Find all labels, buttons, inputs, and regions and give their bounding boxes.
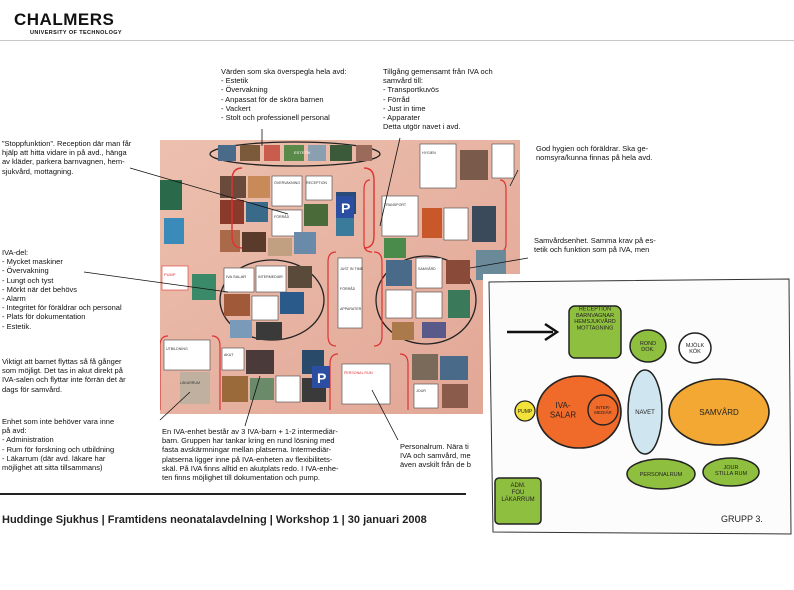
sketch-samvard-label: SAMVÅRD	[699, 408, 739, 417]
chalmers-logo: CHALMERS	[14, 10, 115, 29]
collage-label-just-in-time: JUST IN TIME	[340, 267, 364, 271]
collage-label-personalrum: PERSONAL RUM	[344, 371, 373, 375]
collage-label-forrad-mid: FÖRRÅD	[340, 286, 356, 291]
sketch-personal-label: PERSONALRUM	[640, 472, 683, 478]
note-values: Värden som ska överspegla hela avd: - Es…	[221, 67, 347, 123]
chalmers-logo-subtitle: UNIVERSITY OF TECHNOLOGY	[30, 30, 123, 36]
collage-label-pump: PUMP	[164, 272, 176, 277]
note-iva-unit: En IVA-enhet består av 3 IVA-barn + 1-2 …	[162, 427, 339, 483]
sketch-iva-label: IVA-SALAR	[550, 401, 576, 419]
sketch-pump-label: PUMP	[518, 409, 533, 415]
collage-photo: P P ESTETIK RECEPTION ÖVERVAKNING FÖRRÅD…	[160, 140, 520, 414]
note-move-child: Viktigt att barnet flyttas så få gånger …	[2, 357, 126, 394]
collage-label-iva-salar: IVA SALAR	[226, 274, 246, 279]
note-shared-access: Tillgång gemensamt från IVA och samvård …	[383, 67, 493, 132]
footer-divider	[0, 493, 466, 495]
header-divider	[0, 40, 794, 41]
footer-title: Huddinge Sjukhus | Framtidens neonatalav…	[2, 514, 427, 526]
note-staff-room: Personalrum. Nära ti IVA och samvård, me…	[400, 442, 471, 470]
note-stop-function: ”Stoppfunktion”. Reception där man får h…	[2, 139, 132, 176]
svg-text:P: P	[341, 200, 350, 216]
collage-label-forrad-top: FÖRRÅD	[274, 214, 290, 219]
note-outside-unit: Enhet som inte behöver vara inne på avd:…	[2, 417, 115, 473]
collage-label-overvakning: ÖVERVAKNING	[274, 181, 300, 185]
collage-label-reception: RECEPTION	[306, 181, 327, 185]
collage-label-estetik: ESTETIK	[294, 150, 311, 155]
collage-label-apparater: APPARATER	[340, 307, 362, 311]
svg-text:P: P	[317, 370, 326, 386]
note-samvard: Samvårdsenhet. Samma krav på es- tetik o…	[534, 236, 656, 255]
note-iva-part: IVA-del: - Mycket maskiner - Övervakning…	[2, 248, 122, 331]
collage-label-akut: AKUT	[224, 353, 234, 357]
collage-label-lakarrum: LÄKARRUM	[180, 381, 200, 385]
collage-label-intermediar: INTERMEDIÄR	[258, 275, 283, 279]
sketch-navet-label: NAVET	[635, 410, 655, 416]
collage-label-utbildning: UTBILDNING	[166, 347, 188, 351]
collage-label-jour: JOUR	[416, 389, 426, 393]
note-hygiene: God hygien och föräldrar. Ska ge- nomsyr…	[536, 144, 653, 163]
sketch-intermediar-label: INTER-MEDIÄR	[594, 405, 612, 415]
collage-label-hygien: HYGIEN	[422, 151, 436, 155]
sketch-group-label: GRUPP 3.	[721, 514, 763, 524]
collage-label-samvard: SAMVÅRD	[418, 266, 436, 271]
collage-label-transport: TRANSPORT	[384, 203, 407, 207]
